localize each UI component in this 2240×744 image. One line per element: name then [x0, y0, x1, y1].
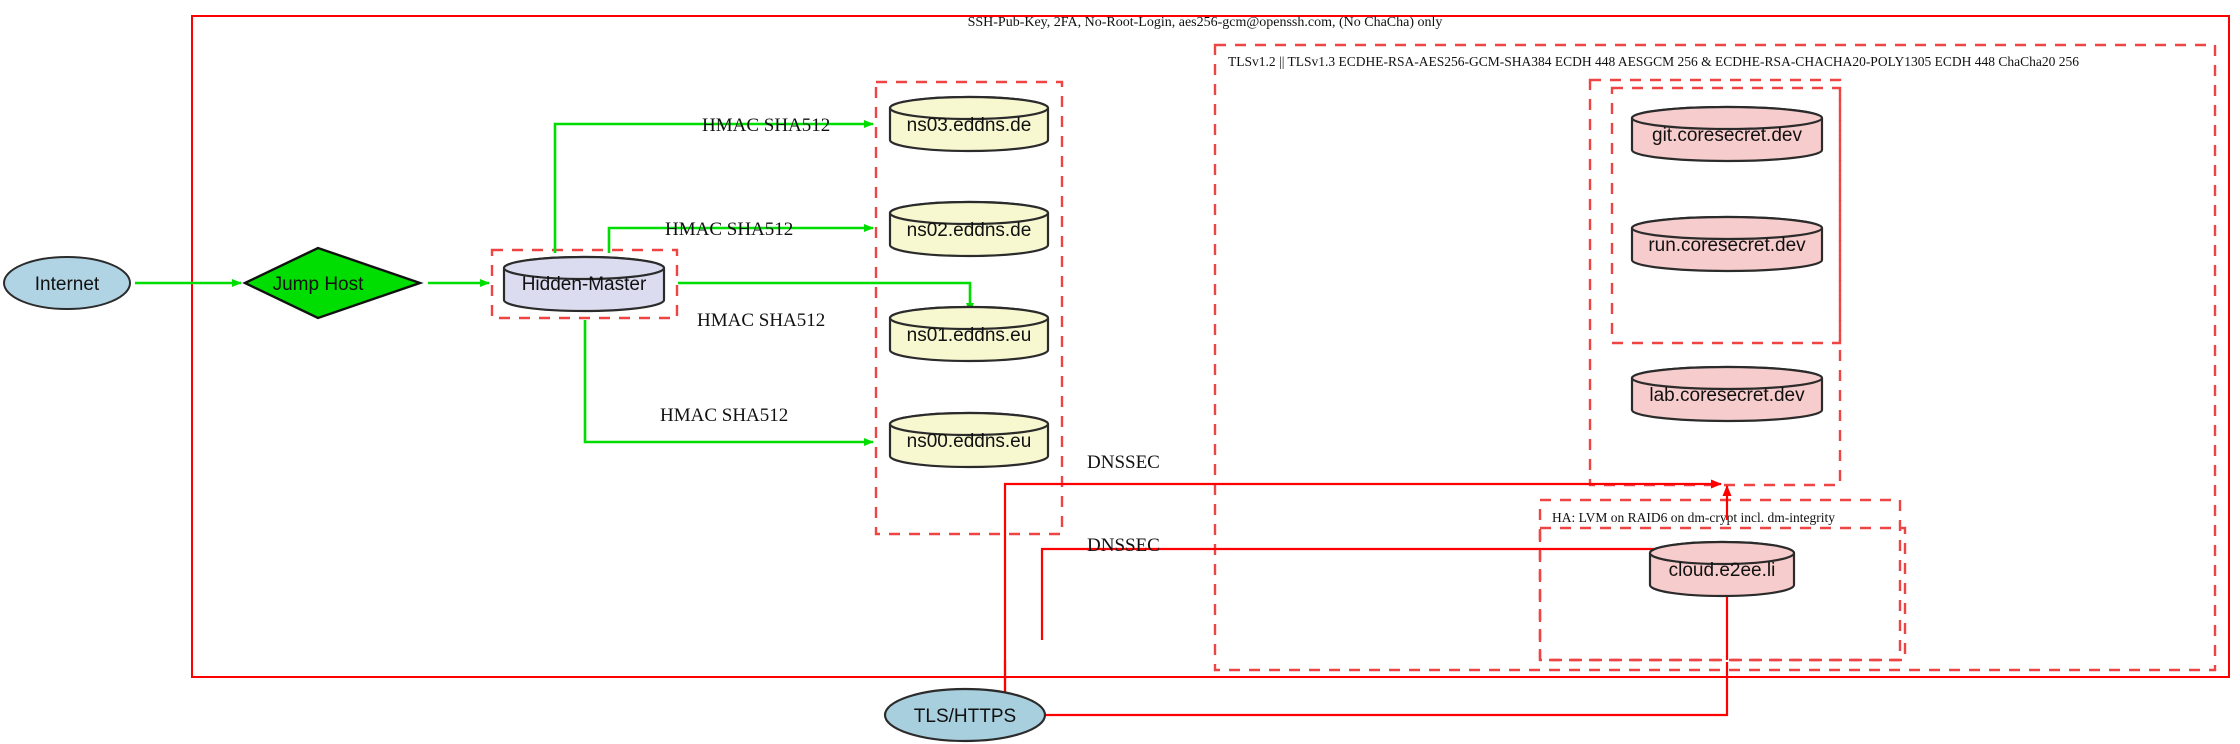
node-internet[interactable]: Internet	[3, 256, 131, 310]
edge-label-dnssec-0: DNSSEC	[1087, 452, 1160, 473]
link-dnssec-second	[1040, 544, 1722, 640]
ha-zone-label: HA: LVM on RAID6 on dm-crypt incl. dm-in…	[1552, 510, 1835, 525]
node-ns00[interactable]: ns00.eddns.eu	[888, 411, 1050, 469]
node-tls-https-label: TLS/HTTPS	[914, 706, 1016, 727]
node-git-coresecret[interactable]: git.coresecret.dev	[1630, 105, 1824, 163]
node-ns02-label: ns02.eddns.de	[907, 220, 1032, 241]
hidden-master-zone	[490, 248, 679, 320]
link-master-to-ns00	[583, 320, 874, 446]
node-jump-host[interactable]: Jump Host	[242, 246, 424, 320]
link-master-to-ns03	[553, 120, 874, 253]
link-master-to-ns02	[607, 224, 874, 253]
node-cloud-e2ee[interactable]: cloud.e2ee.li	[1648, 540, 1796, 598]
node-ns03[interactable]: ns03.eddns.de	[888, 95, 1050, 153]
node-ns00-label: ns00.eddns.eu	[907, 431, 1032, 452]
cloud-inner-zone	[1538, 526, 1907, 662]
node-ns03-label: ns03.eddns.de	[907, 115, 1032, 136]
edge-label-hmac-3: HMAC SHA512	[660, 405, 788, 426]
ssh-zone-label: SSH-Pub-Key, 2FA, No-Root-Login, aes256-…	[968, 15, 1443, 30]
edge-label-dnssec-1: DNSSEC	[1087, 535, 1160, 556]
ssh-zone-boundary	[191, 15, 2230, 678]
node-ns01-label: ns01.eddns.eu	[907, 325, 1032, 346]
node-internet-label: Internet	[35, 274, 100, 295]
node-run-coresecret-label: run.coresecret.dev	[1648, 235, 1806, 256]
node-hidden-master[interactable]: Hidden-Master	[502, 255, 666, 313]
node-hidden-master-label: Hidden-Master	[522, 274, 647, 295]
node-tls-https[interactable]: TLS/HTTPS	[883, 687, 1047, 743]
tls-zone-boundary	[1213, 43, 2217, 672]
node-cloud-e2ee-label: cloud.e2ee.li	[1669, 560, 1776, 581]
link-tls-right-rail	[1042, 662, 1729, 717]
node-git-coresecret-label: git.coresecret.dev	[1652, 125, 1802, 146]
node-lab-coresecret-label: lab.coresecret.dev	[1649, 385, 1805, 406]
edge-label-hmac-1: HMAC SHA512	[665, 219, 793, 240]
node-ns01[interactable]: ns01.eddns.eu	[888, 305, 1050, 363]
edge-label-hmac-0: HMAC SHA512	[702, 115, 830, 136]
nameserver-zone	[874, 80, 1064, 536]
node-run-coresecret[interactable]: run.coresecret.dev	[1630, 215, 1824, 273]
node-lab-coresecret[interactable]: lab.coresecret.dev	[1630, 365, 1824, 423]
link-master-to-ns01	[678, 281, 974, 313]
node-jump-host-label: Jump Host	[273, 274, 365, 295]
tls-zone-label: TLSv1.2 || TLSv1.3 ECDHE-RSA-AES256-GCM-…	[1228, 54, 2079, 69]
edge-label-hmac-2: HMAC SHA512	[697, 310, 825, 331]
node-ns02[interactable]: ns02.eddns.de	[888, 200, 1050, 258]
link-dnssec-upper	[1003, 479, 1722, 714]
